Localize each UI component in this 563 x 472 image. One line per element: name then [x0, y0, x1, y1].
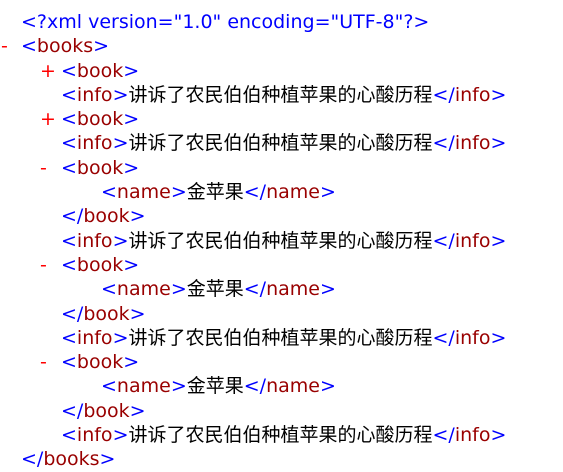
info-element: <info>讲诉了农民伯伯种植苹果的心酸历程</info> [61, 83, 507, 106]
info-text: 讲诉了农民伯伯种植苹果的心酸历程 [128, 132, 433, 155]
xml-declaration: <?xml version="1.0" encoding="UTF-8"?> [21, 11, 430, 33]
name-text: 金苹果 [186, 278, 244, 301]
element-name: book [83, 302, 130, 325]
element-name: info [454, 424, 491, 447]
book-expanded-line: - <book> [0, 253, 563, 277]
element-name: info [76, 132, 113, 155]
element-name: info [76, 326, 113, 349]
element-name: info [76, 83, 113, 106]
element-name: book [76, 253, 124, 276]
info-element: <info>讲诉了农民伯伯种植苹果的心酸历程</info> [61, 424, 507, 447]
info-line: <info>讲诉了农民伯伯种植苹果的心酸历程</info> [0, 423, 563, 447]
expand-toggle-book[interactable]: + [40, 108, 56, 131]
expand-toggle-book[interactable]: + [40, 59, 56, 82]
root-open-line: - <books> [0, 34, 563, 58]
info-line: <info>讲诉了农民伯伯种植苹果的心酸历程</info> [0, 83, 563, 107]
book-open-tag: <book> [61, 108, 140, 131]
element-name: name [116, 375, 171, 398]
name-line: <name>金苹果</name> [0, 277, 563, 301]
name-element: <name>金苹果</name> [101, 181, 336, 204]
info-element: <info>讲诉了农民伯伯种植苹果的心酸历程</info> [61, 229, 507, 252]
element-name: book [83, 205, 130, 228]
book-open-tag: <book> [61, 59, 140, 82]
element-name: book [76, 156, 124, 179]
book-open-tag: <book> [61, 156, 140, 179]
xml-declaration-line: <?xml version="1.0" encoding="UTF-8"?> [0, 10, 563, 34]
element-name: book [76, 108, 124, 131]
element-name: book [83, 399, 130, 422]
element-name: name [266, 375, 320, 398]
element-name: name [116, 181, 171, 204]
info-line: <info>讲诉了农民伯伯种植苹果的心酸历程</info> [0, 326, 563, 350]
element-name: name [116, 278, 171, 301]
collapse-toggle-book[interactable]: - [40, 253, 47, 276]
element-name: info [76, 229, 113, 252]
info-line: <info>讲诉了农民伯伯种植苹果的心酸历程</info> [0, 229, 563, 253]
element-name: info [454, 229, 491, 252]
element-name: info [76, 424, 113, 447]
book-close-line: </book> [0, 302, 563, 326]
book-close-line: </book> [0, 399, 563, 423]
element-name: book [76, 351, 124, 374]
xml-tree-view: <?xml version="1.0" encoding="UTF-8"?> -… [0, 10, 563, 472]
book-collapsed-line: + <book> [0, 59, 563, 83]
name-line: <name>金苹果</name> [0, 374, 563, 398]
book-expanded-line: - <book> [0, 156, 563, 180]
element-name: books [36, 35, 94, 58]
book-close-line: </book> [0, 204, 563, 228]
element-name: books [43, 448, 100, 471]
book-expanded-line: - <book> [0, 350, 563, 374]
book-close-tag: </book> [61, 399, 146, 422]
book-open-tag: <book> [61, 351, 140, 374]
book-close-tag: </book> [61, 205, 146, 228]
info-line: <info>讲诉了农民伯伯种植苹果的心酸历程</info> [0, 131, 563, 155]
root-close-line: </books> [0, 447, 563, 471]
collapse-toggle-book[interactable]: - [40, 351, 47, 374]
info-text: 讲诉了农民伯伯种植苹果的心酸历程 [128, 229, 433, 252]
book-close-tag: </book> [61, 302, 146, 325]
info-element: <info>讲诉了农民伯伯种植苹果的心酸历程</info> [61, 132, 507, 155]
element-name: info [454, 83, 491, 106]
name-text: 金苹果 [186, 375, 244, 398]
info-text: 讲诉了农民伯伯种植苹果的心酸历程 [128, 83, 433, 106]
element-name: name [266, 181, 320, 204]
info-element: <info>讲诉了农民伯伯种植苹果的心酸历程</info> [61, 326, 507, 349]
element-name: info [454, 326, 491, 349]
collapse-toggle-root[interactable]: - [1, 35, 8, 58]
info-text: 讲诉了农民伯伯种植苹果的心酸历程 [128, 424, 433, 447]
name-text: 金苹果 [186, 181, 244, 204]
root-close-tag: </books> [21, 448, 116, 471]
element-name: book [76, 59, 124, 82]
book-collapsed-line: + <book> [0, 107, 563, 131]
root-open-tag: <books> [21, 35, 110, 58]
name-element: <name>金苹果</name> [101, 278, 336, 301]
element-name: name [266, 278, 320, 301]
book-open-tag: <book> [61, 253, 140, 276]
name-element: <name>金苹果</name> [101, 375, 336, 398]
info-text: 讲诉了农民伯伯种植苹果的心酸历程 [128, 326, 433, 349]
collapse-toggle-book[interactable]: - [40, 156, 47, 179]
element-name: info [454, 132, 491, 155]
name-line: <name>金苹果</name> [0, 180, 563, 204]
